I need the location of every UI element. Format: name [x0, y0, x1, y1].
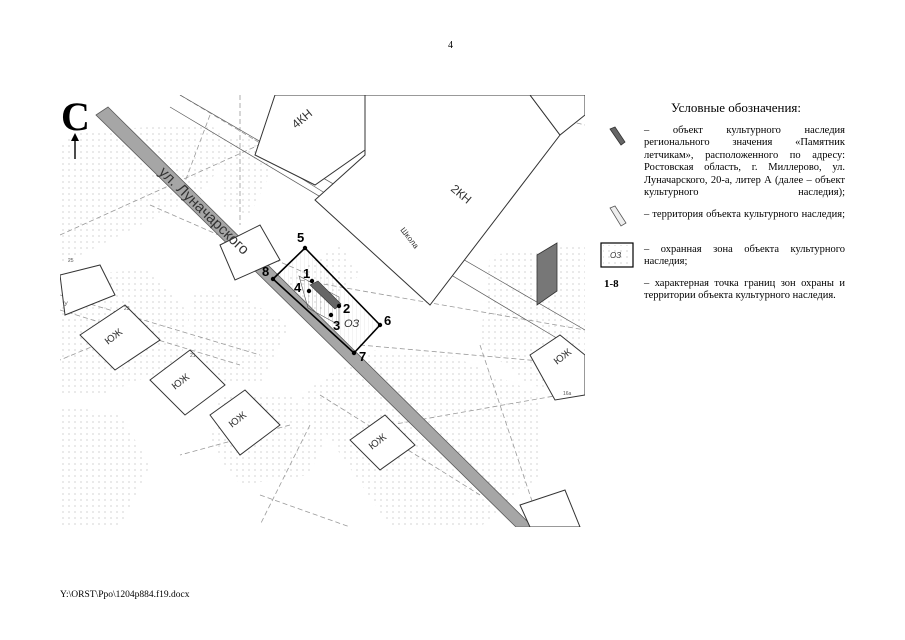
boundary-points	[270, 245, 383, 356]
point-marker-5	[302, 245, 308, 251]
point-marker-8	[270, 276, 276, 282]
building-2kn	[314, 95, 561, 306]
arrow-up-icon	[71, 133, 79, 141]
north-letter: С	[61, 95, 90, 139]
point-marker-4	[306, 288, 312, 294]
dark-block	[536, 242, 558, 306]
label-zone: ОЗ	[344, 318, 360, 330]
legend-zone-icon: ОЗ	[600, 242, 634, 268]
building-yuzh-5	[529, 334, 585, 401]
point-label-2: 2	[343, 301, 350, 316]
buildings	[60, 95, 585, 527]
point-label-3: 3	[333, 318, 340, 333]
map-svg: ул. Луначарского 4КН 2КН Школа ОЗ ЮЖ ЮЖ …	[60, 95, 585, 527]
building-4kn	[254, 95, 366, 186]
legend-item-zone: – охранная зона объекта культурного насл…	[644, 244, 845, 268]
legend-item-territory: – территория объекта культурного наследи…	[644, 209, 845, 220]
point-label-4: 4	[294, 280, 302, 295]
footer-file-path: Y:\ORST\Ppo\1204p884.f19.docx	[60, 590, 190, 600]
point-marker-7	[351, 350, 357, 356]
legend-item-points: – характерная точка границ зон охраны и …	[644, 278, 845, 302]
building-yuzh-2	[149, 349, 226, 416]
page-number: 4	[448, 40, 453, 51]
legend-territory-icon	[609, 205, 627, 227]
house-number-side: У	[64, 302, 68, 308]
point-label-7: 7	[359, 349, 366, 364]
point-marker-6	[377, 322, 383, 328]
heritage-object	[309, 280, 342, 310]
point-label-6: 6	[384, 313, 391, 328]
point-label-5: 5	[297, 230, 304, 245]
house-number-23: 23	[124, 306, 130, 312]
legend-zone-label: ОЗ	[610, 251, 621, 260]
point-label-8: 8	[262, 264, 269, 279]
building-yuzh-4	[349, 414, 416, 471]
house-number-21: 21	[190, 353, 196, 359]
map: ул. Луначарского 4КН 2КН Школа ОЗ ЮЖ ЮЖ …	[60, 95, 585, 527]
legend-points-range: 1-8	[604, 278, 619, 290]
legend-title: Условные обозначения:	[670, 100, 802, 115]
legend-item-object: – объект культурного наследия региональн…	[644, 125, 845, 199]
point-marker-3	[328, 312, 334, 318]
building-yuzh-3	[209, 389, 281, 456]
point-marker-2	[336, 303, 342, 309]
house-number-25: 25	[68, 258, 74, 264]
house-number-16a: 16а	[563, 391, 572, 397]
point-label-1: 1	[303, 266, 310, 281]
legend-object-icon	[609, 126, 626, 146]
north-arrow: С	[61, 95, 90, 159]
building-yuzh-1	[79, 304, 161, 371]
point-marker-1	[309, 278, 315, 284]
